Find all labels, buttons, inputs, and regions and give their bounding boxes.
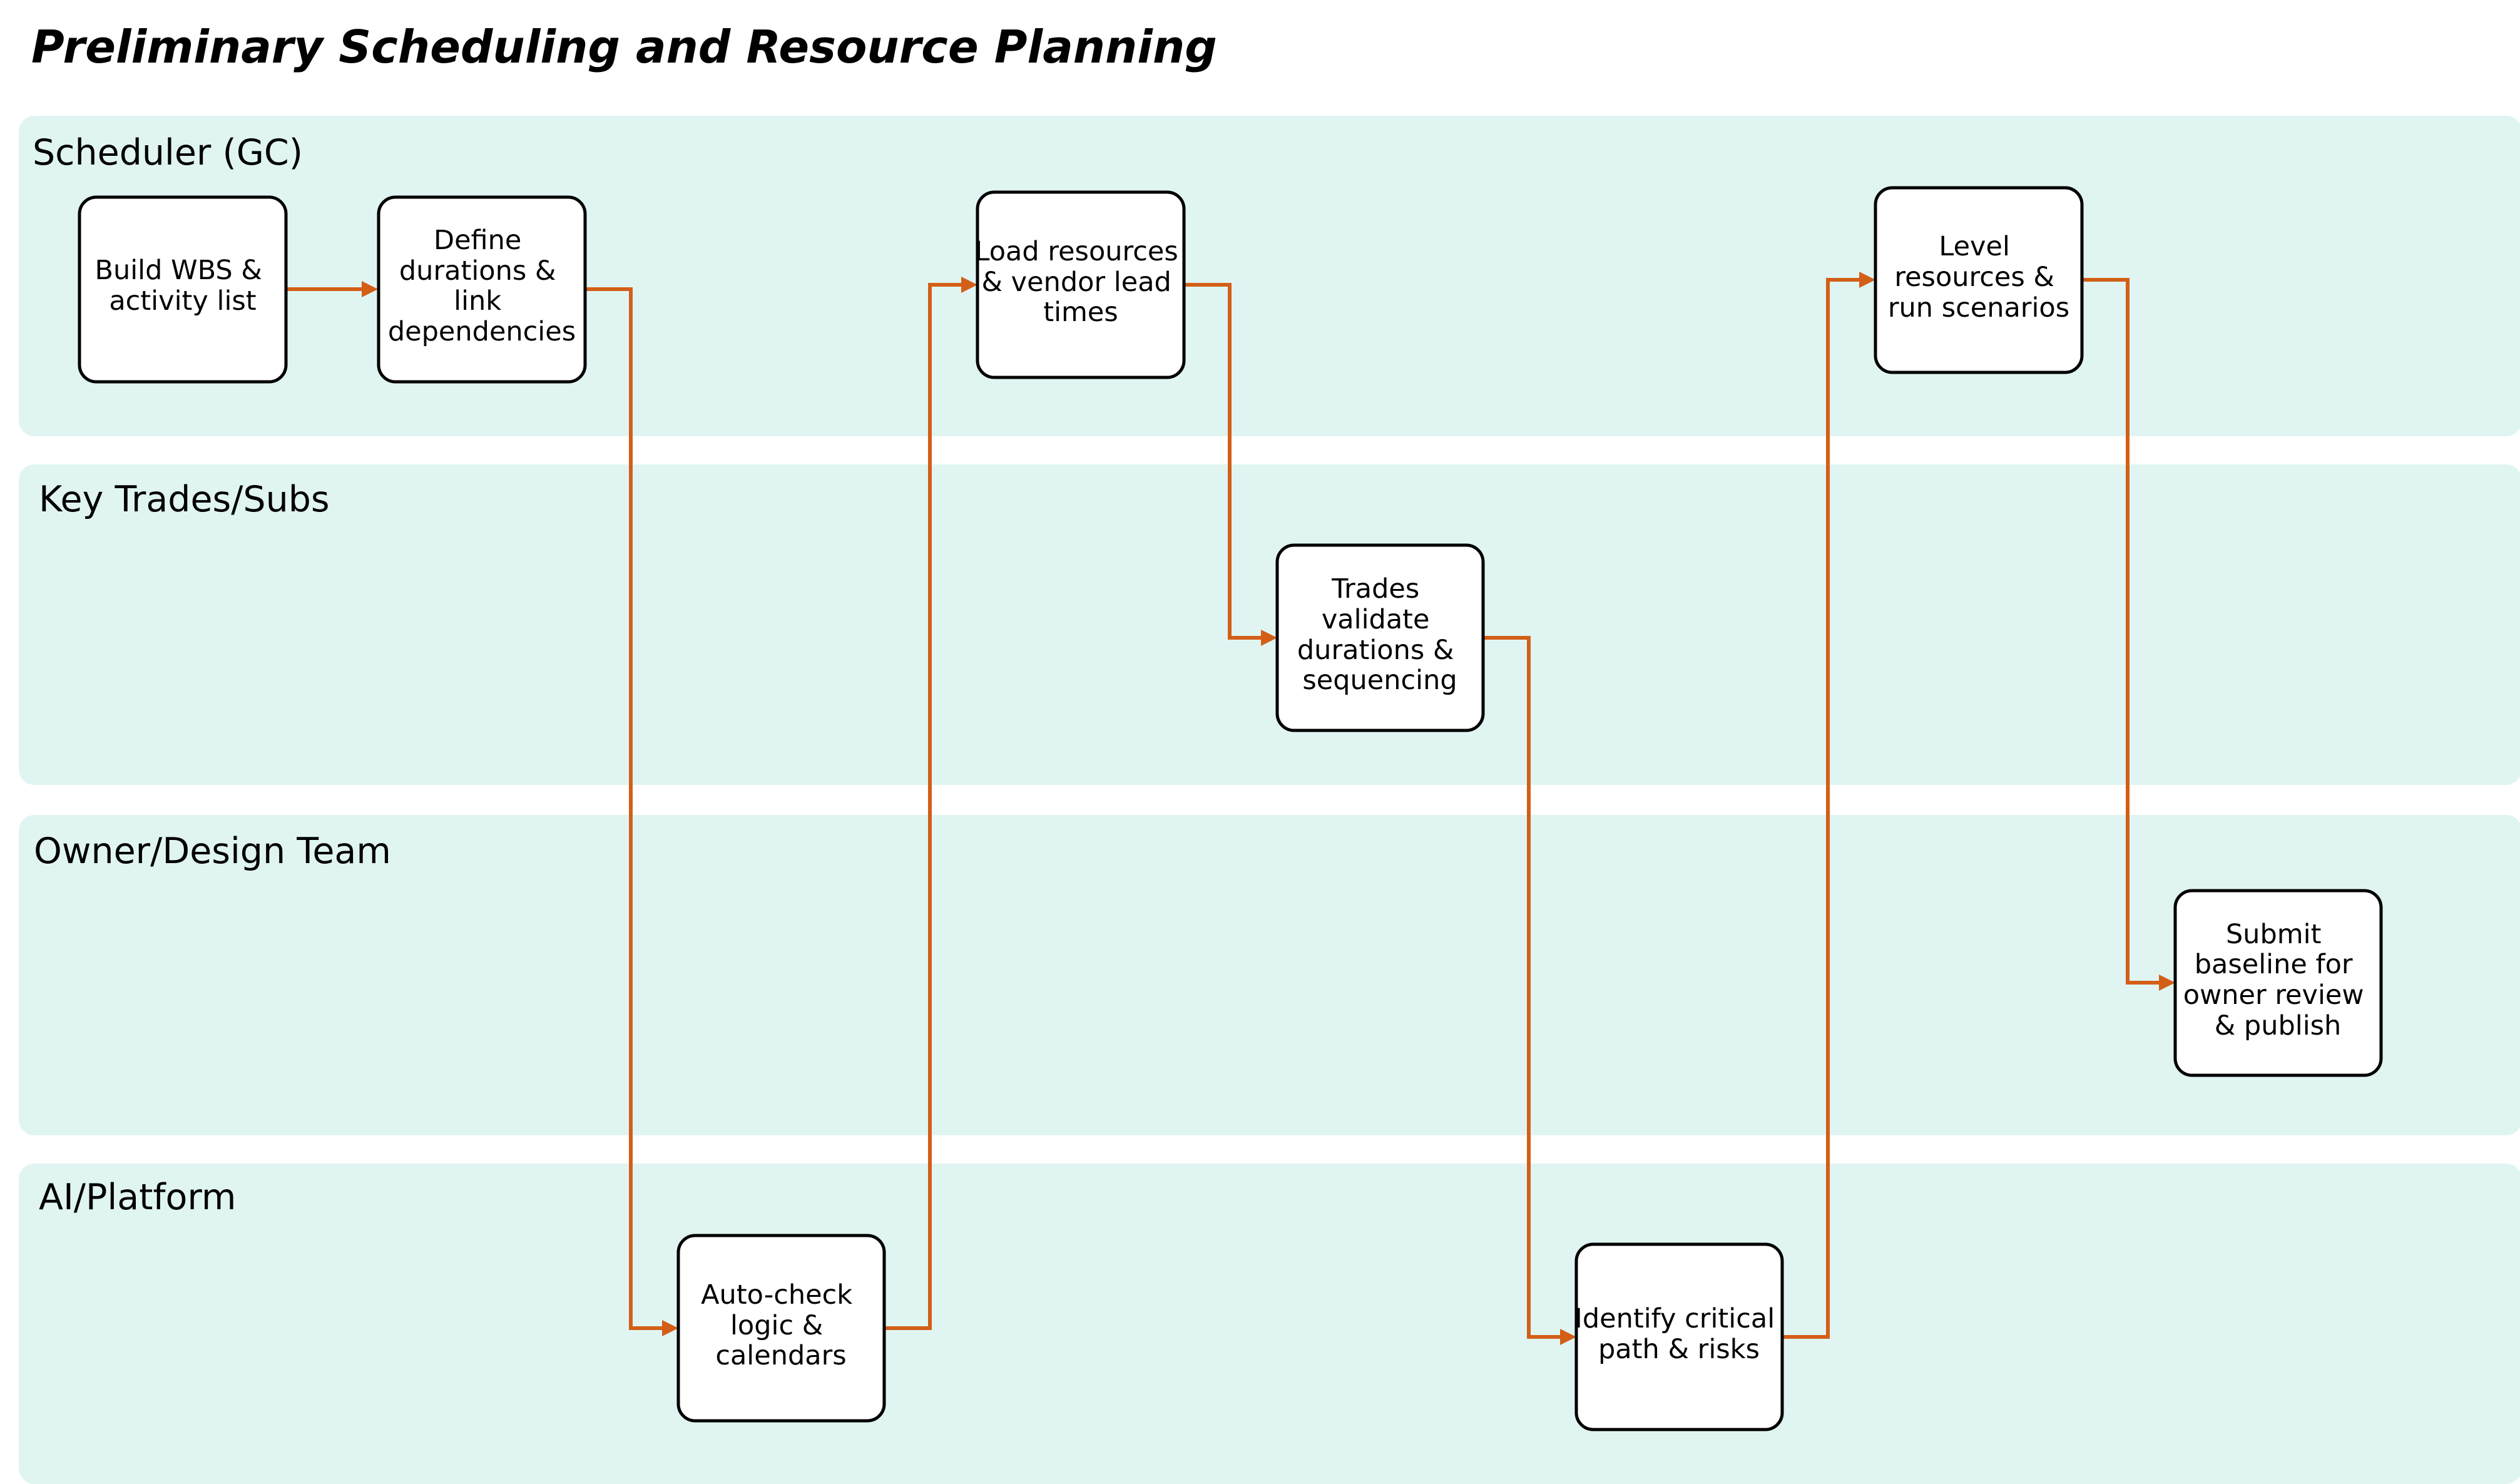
connector-line	[1184, 283, 1261, 640]
step-identify-critical: Identify critical path & risks	[1574, 1242, 1784, 1431]
step-label-line: Build WBS &	[94, 255, 262, 286]
step-label: Level resources & run scenarios	[1888, 231, 2069, 324]
step-label-line: Define	[434, 225, 521, 256]
connector-line	[1483, 636, 1560, 1339]
step-box	[1574, 1242, 1784, 1431]
arrowhead-icon	[362, 281, 378, 297]
step-label: Identify critical path & risks	[1574, 1303, 1783, 1365]
lane-band	[19, 464, 2520, 785]
step-label-line: logic &	[730, 1310, 823, 1341]
connector-trades-to-critical	[1483, 636, 1576, 1345]
arrowhead-icon	[2159, 975, 2175, 991]
connector-critical-to-level	[1782, 272, 1875, 1339]
step-label-line: times	[1043, 297, 1118, 328]
connector-line	[884, 283, 961, 1330]
arrowhead-icon	[961, 277, 977, 293]
step-label: Build WBS & activity list	[94, 255, 270, 317]
arrowhead-icon	[1560, 1329, 1576, 1345]
lane-label: Owner/Design Team	[34, 831, 391, 872]
connector-level-to-submit	[2082, 278, 2175, 991]
step-label-line: baseline for	[2195, 949, 2353, 980]
step-label-line: durations &	[399, 255, 556, 287]
lane-label: AI/Platform	[39, 1177, 236, 1218]
step-label-line: & publish	[2215, 1010, 2342, 1041]
connector-line	[2082, 278, 2159, 985]
step-label-line: & vendor lead	[981, 267, 1171, 298]
connector-load-to-trades	[1184, 283, 1277, 646]
lane-owner: Owner/Design Team	[19, 815, 2520, 1135]
step-label-line: activity list	[109, 285, 256, 317]
connector-define-to-autocheck	[585, 287, 678, 1336]
step-label-line: Auto-check	[701, 1279, 852, 1311]
step-label: Auto-check logic & calendars	[701, 1279, 861, 1371]
arrowhead-icon	[1261, 630, 1277, 646]
step-label: Submit baseline for owner review & publi…	[2183, 919, 2372, 1041]
step-box	[78, 195, 288, 384]
connector-line	[585, 287, 662, 1330]
step-submit-baseline: Submit baseline for owner review & publi…	[2173, 889, 2383, 1077]
lane-trades: Key Trades/Subs	[19, 464, 2520, 785]
step-label-line: run scenarios	[1888, 292, 2069, 324]
step-label-line: calendars	[715, 1340, 846, 1371]
step-label-line: Load resources	[975, 236, 1178, 267]
step-label-line: Submit	[2226, 919, 2322, 950]
step-level-resources: Level resources & run scenarios	[1874, 186, 2084, 374]
connector-line	[1782, 278, 1859, 1339]
step-label-line: Trades	[1331, 573, 1419, 605]
lane-label: Key Trades/Subs	[39, 479, 330, 520]
step-trades-validate: Trades validate durations & sequencing	[1275, 543, 1485, 732]
step-label-line: Identify critical	[1574, 1303, 1775, 1334]
diagram-title: Preliminary Scheduling and Resource Plan…	[31, 21, 1217, 73]
step-label-line: Level	[1939, 231, 2010, 262]
step-auto-check: Auto-check logic & calendars	[676, 1234, 886, 1423]
step-label-line: durations &	[1297, 635, 1454, 666]
step-label: Define durations & link dependencies	[388, 225, 576, 347]
lane-label: Scheduler (GC)	[33, 132, 303, 173]
connector-autocheck-to-load	[884, 277, 977, 1330]
step-box	[676, 1234, 886, 1423]
step-box	[2173, 889, 2383, 1077]
arrowhead-icon	[662, 1320, 678, 1336]
step-label: Trades validate durations & sequencing	[1297, 573, 1462, 696]
step-label-line: owner review	[2183, 980, 2364, 1011]
step-load-resources: Load resources & vendor lead times	[975, 190, 1187, 379]
step-label-line: sequencing	[1302, 665, 1457, 696]
step-label-line: link	[454, 285, 501, 317]
step-label-line: path & risks	[1598, 1334, 1760, 1365]
lane-band	[19, 815, 2520, 1135]
step-label: Load resources & vendor lead times	[975, 236, 1187, 328]
step-label-line: resources &	[1894, 262, 2054, 293]
step-box	[976, 190, 1186, 379]
lane-band	[19, 1164, 2520, 1484]
arrowhead-icon	[1859, 272, 1875, 288]
step-label-line: validate	[1322, 604, 1430, 635]
connector-build-to-define	[286, 281, 378, 297]
step-label-line: dependencies	[388, 316, 576, 347]
step-box	[377, 195, 587, 384]
step-box	[1275, 543, 1485, 732]
step-box	[1874, 186, 2084, 374]
step-define-durations: Define durations & link dependencies	[377, 195, 587, 384]
step-build-wbs: Build WBS & activity list	[78, 195, 288, 384]
lane-ai: AI/Platform	[19, 1164, 2520, 1484]
